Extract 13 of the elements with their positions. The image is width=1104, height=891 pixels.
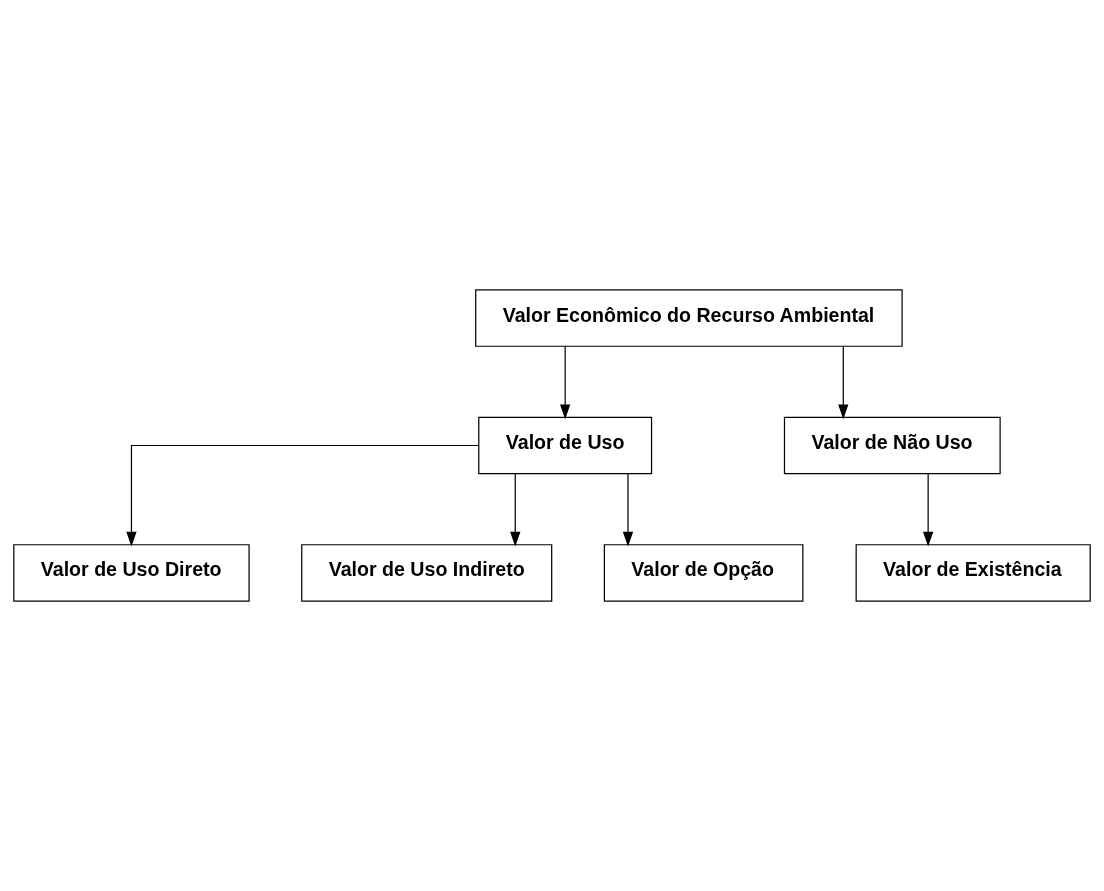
arrow [126, 444, 480, 547]
node-box: Valor de Existência [855, 544, 1091, 602]
arrow [560, 345, 571, 420]
node-box: Valor de Uso Direto [13, 544, 250, 602]
arrow [923, 473, 934, 547]
node-box: Valor de Opção [603, 544, 804, 602]
arrow [622, 473, 634, 547]
arrow [510, 473, 521, 547]
node-box: Valor de Uso [478, 416, 653, 475]
arrow [838, 345, 849, 420]
node-box: Valor de Não Uso [783, 416, 1001, 475]
node-box: Valor Econômico do Recurso Ambiental [475, 289, 903, 347]
node-box: Valor de Uso Indireto [301, 544, 553, 602]
